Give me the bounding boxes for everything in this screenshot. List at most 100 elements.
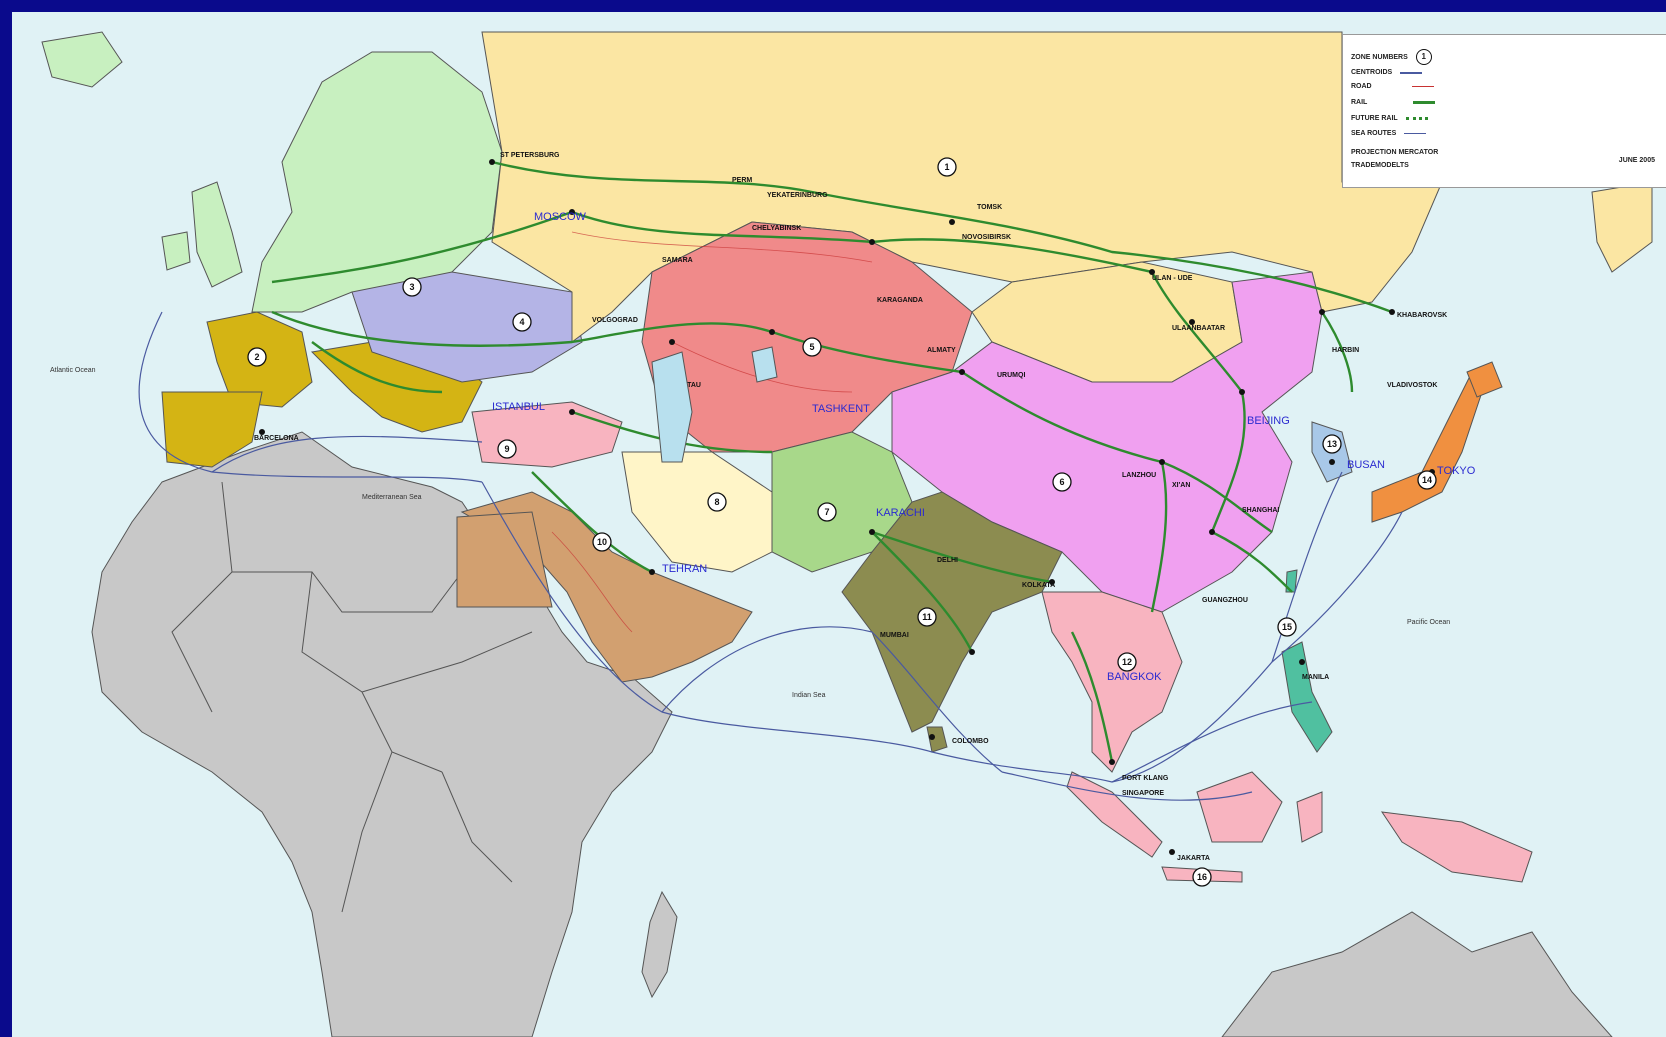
japan [1371,370,1483,523]
hokkaido [1466,361,1503,398]
zone-label: 3 [409,282,414,292]
city-label: JAKARTA [1177,855,1210,862]
city-label: PERM [732,177,752,184]
legend-source-row: TRADEMODELTS [1351,162,1409,169]
zone-label: 8 [714,497,719,507]
legend-date: JUNE 2005 [1618,157,1655,164]
sulawesi [1296,791,1323,843]
city-label: NOVOSIBIRSK [962,234,1011,241]
zone-label: 10 [597,537,607,547]
zone-circles [247,157,1437,887]
city-label-bangkok: BANGKOK [1107,671,1162,683]
iceland [41,31,123,88]
sumatra [1066,771,1163,858]
city-label: PORT KLANG [1122,775,1169,782]
major-city-labels: MOSCOW BEIJING TOKYO BUSAN TASHKENT TEHR… [492,211,1476,683]
city-label-beijing: BEIJING [1247,415,1290,427]
legend-zone-numbers: ZONE NUMBERS [1351,53,1408,61]
sea-label-mediterranean: Mediterranean Sea [362,494,422,501]
city-label-karachi: KARACHI [876,507,925,519]
city-label: ULAN - UDE [1152,275,1193,282]
city-label: AKTAU [677,382,701,389]
zone-label: 9 [504,444,509,454]
city-label: SINGAPORE [1122,790,1164,797]
legend-centroids-row: CENTROIDS [1351,69,1423,76]
caspian-sea [651,351,693,463]
city-label: ST PETERSBURG [500,152,560,159]
legend-rail-swatch [1413,101,1436,104]
legend-rail-row: RAIL [1351,99,1436,106]
legend-future-rail: FUTURE RAIL [1351,115,1398,122]
city-label-tokyo: TOKYO [1437,465,1476,477]
city-label: SAMARA [662,257,693,264]
sea-labels: Atlantic Ocean Mediterranean Sea Indian … [50,367,1450,699]
sri-lanka [926,726,948,753]
zone-label: 5 [809,342,814,352]
zone-label: 2 [254,352,259,362]
sea-label-pacific: Pacific Ocean [1407,619,1450,626]
city-labels: ST PETERSBURG PERM YEKATERINBURG TOMSK N… [254,152,1447,862]
city-label: HARBIN [1332,347,1359,354]
australia [1221,911,1613,1037]
zone-label: 6 [1059,477,1064,487]
city-label: CHELYABINSK [752,225,801,232]
city-markers [259,159,1435,855]
legend-road-swatch [1411,86,1434,87]
map-legend: ZONE NUMBERS 1 CENTROIDS ROAD RAIL FUTUR… [1342,34,1666,188]
city-label: COLOMBO [952,738,989,745]
zone-label: 14 [1422,475,1432,485]
madagascar [641,890,678,999]
city-label: URUMQI [997,372,1025,379]
legend-centroids-swatch [1400,71,1423,74]
egypt [456,511,553,608]
city-label: MANILA [1302,674,1329,681]
legend-road-row: ROAD [1351,83,1434,90]
city-label: LANZHOU [1122,472,1156,479]
zone-label: 7 [824,507,829,517]
aral-sea [751,346,778,383]
uk [191,181,243,288]
legend-future-rail-swatch [1405,117,1428,120]
legend-zone-row: ZONE NUMBERS 1 [1351,49,1432,65]
map-frame: 1 2 3 4 5 6 7 8 9 10 11 12 13 14 15 16 M… [12,12,1666,1037]
legend-sea-routes-swatch [1404,133,1427,134]
sea-routes [138,311,1403,801]
city-label-istanbul: ISTANBUL [492,401,545,413]
zone-label: 15 [1282,622,1292,632]
city-label: KHABAROVSK [1397,312,1447,319]
city-label: KARAGANDA [877,297,923,304]
borneo [1196,771,1283,843]
zone-labels: 1 2 3 4 5 6 7 8 9 10 11 12 13 14 15 16 [254,162,1432,882]
ireland [161,231,191,271]
zone-label: 1 [944,162,949,172]
legend-projection-row: PROJECTION MERCATOR [1351,149,1438,156]
city-label-busan: BUSAN [1347,459,1385,471]
legend-rail: RAIL [1351,99,1368,106]
legend-centroids: CENTROIDS [1351,69,1393,76]
new-guinea [1380,811,1533,883]
philippines [1281,641,1333,753]
city-label: DELHI [937,557,958,564]
city-label: GUANGZHOU [1202,597,1248,604]
sea-label-indian: Indian Sea [792,692,826,699]
city-label-tashkent: TASHKENT [812,403,870,415]
city-label: MUMBAI [880,632,909,639]
city-label: YEKATERINBURG [767,192,828,199]
city-label: VOLGOGRAD [592,317,638,324]
city-label-tehran: TEHRAN [662,563,707,575]
europe-east [351,271,583,383]
legend-sea-routes-row: SEA ROUTES [1351,130,1427,137]
city-label: KOLKATA [1022,582,1055,589]
india [841,491,1063,733]
city-label: ULAANBAATAR [1172,325,1225,332]
legend-sea-routes: SEA ROUTES [1351,130,1397,137]
legend-source: TRADEMODELTS [1351,162,1409,169]
city-label: SHANGHAI [1242,507,1279,514]
city-label: BARCELONA [254,435,299,442]
zone-label: 4 [519,317,524,327]
city-label: TOMSK [977,204,1002,211]
legend-future-rail-row: FUTURE RAIL [1351,115,1428,122]
zone-label: 11 [922,612,932,622]
rail-network [271,160,1393,763]
zone-label: 16 [1197,872,1207,882]
